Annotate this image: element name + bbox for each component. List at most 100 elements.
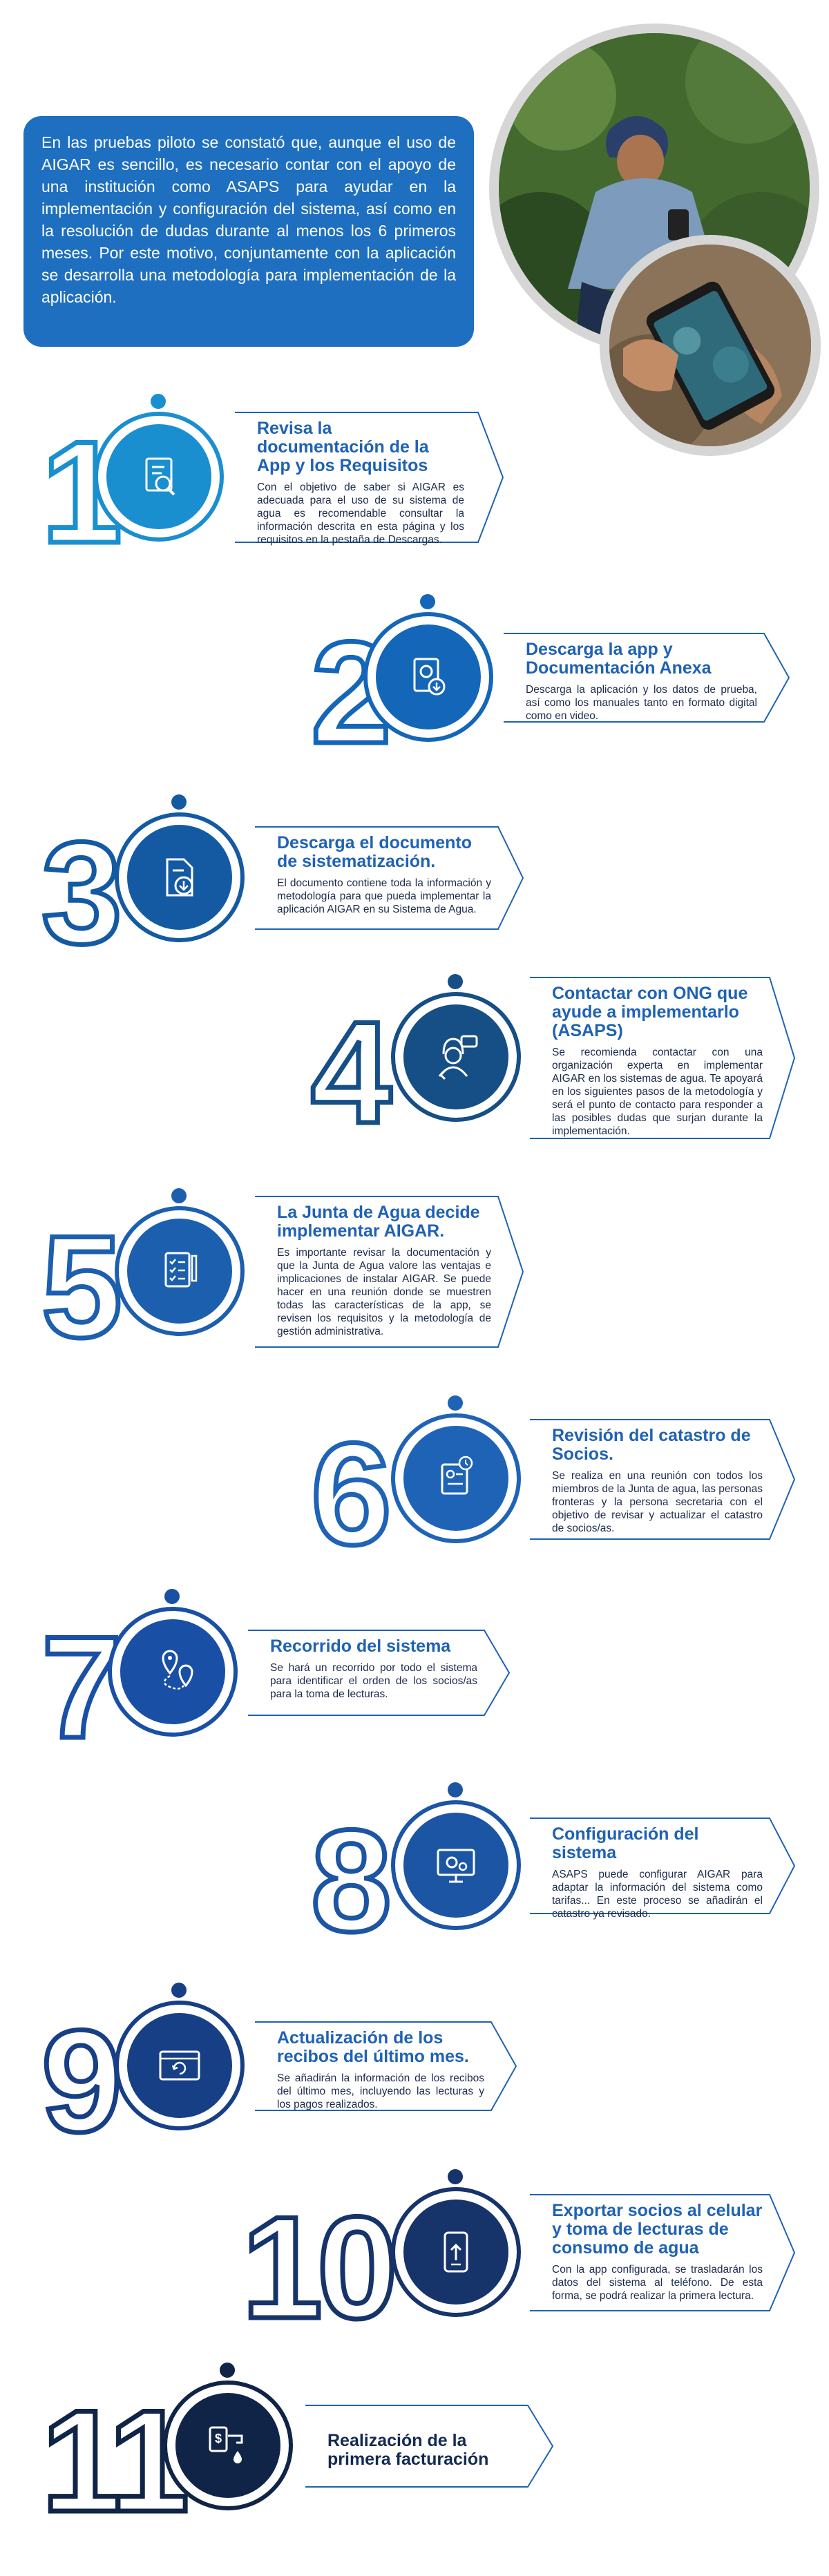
step-card (530, 2194, 796, 2311)
accent-dot (151, 394, 166, 409)
step-title: Revisión del catastro de Socios. (552, 1425, 751, 1464)
step-text: Revisa la documentación de la App y los … (257, 419, 464, 546)
accent-dot (164, 1589, 180, 1604)
step-icon-badge (94, 412, 224, 542)
step-text: Exportar socios al celular y toma de lec… (552, 2202, 763, 2302)
step-number: 6 (309, 1411, 395, 1578)
accent-dot (171, 794, 187, 810)
step-title: Contactar con ONG que ayude a implementa… (552, 983, 748, 1040)
step-3: 3 Descarga el documento de sistematizació… (0, 788, 829, 977)
step-text: Recorrido del sistema Se hará un recorrid… (270, 1637, 477, 1701)
step-icon-badge (115, 2001, 245, 2130)
step-icon-badge (391, 1413, 521, 1543)
step-number-text: 11 (41, 2380, 185, 2542)
step-9: 9 Actualización de los recibos del último… (0, 1976, 829, 2165)
step-card (530, 1418, 796, 1540)
settings-monitor-icon (403, 1813, 508, 1918)
document-download-icon (127, 825, 232, 930)
step-icon-badge (363, 612, 493, 742)
accent-dot (448, 974, 463, 989)
catastro-review-icon (403, 1426, 508, 1531)
step-icon-badge: $ (163, 2381, 293, 2510)
step-card (305, 2405, 554, 2488)
step-card (235, 412, 504, 543)
document-search-icon (106, 424, 211, 529)
accent-dot (220, 2363, 235, 2378)
step-text: Contactar con ONG que ayude a implementa… (552, 984, 763, 1138)
step-text: Revisión del catastro de Socios. Se reali… (552, 1425, 763, 1535)
step-icon-badge (108, 1607, 238, 1737)
accent-dot (448, 2169, 463, 2184)
step-title: Actualización de los recibos del último … (277, 2028, 469, 2066)
phone-in-hand-photo (600, 235, 821, 456)
step-title: Recorrido del sistema (270, 1636, 451, 1656)
phone-upload-icon (403, 2200, 508, 2305)
step-description: Se recomienda contactar con una organiza… (552, 1046, 763, 1137)
step-card (255, 826, 524, 930)
step-6: 6 Revisión del catastro de Socios. Se real… (0, 1389, 829, 1578)
accent-dot (448, 1395, 463, 1411)
svg-text:$: $ (215, 2432, 222, 2445)
step-text: Descarga el documento de sistematización… (277, 834, 491, 916)
route-pins-icon (120, 1619, 225, 1724)
step-description: Se añadirán la información de los recibo… (277, 2072, 484, 2110)
step-number-text: 4 (311, 991, 391, 1154)
step-7: 7 Recorrido del sistema Se hará un recorri… (0, 1582, 829, 1771)
step-title: Descarga el documento de sistematización… (277, 833, 473, 871)
step-description: ASAPS puede configurar AIGAR para adapta… (552, 1869, 763, 1920)
step-description: Descarga la aplicación y los datos de pr… (526, 684, 757, 722)
step-number-text: 6 (311, 1413, 387, 1575)
accent-dot (448, 1782, 463, 1797)
step-icon-badge (115, 1206, 245, 1336)
step-number: 3 (39, 810, 126, 977)
support-agent-icon (403, 1004, 508, 1109)
step-description: Con la app configurada, se trasladarán l… (552, 2264, 763, 2302)
step-number: 4 (309, 989, 399, 1156)
step-title: Revisa la documentación de la App y los … (257, 419, 429, 475)
accent-dot (171, 1983, 187, 1998)
step-title: La Junta de Agua decide implementar AIGA… (277, 1203, 480, 1241)
step-description: Se realiza en una reunión con todos los … (552, 1469, 763, 1534)
checklist-icon (127, 1219, 232, 1324)
browser-refresh-icon (127, 2013, 232, 2118)
invoice-water-icon: $ (175, 2393, 280, 2498)
step-title: Descarga la app y Documentación Anexa (526, 640, 712, 678)
step-number: 8 (309, 1797, 396, 1965)
accent-dot (420, 594, 435, 609)
step-text: La Junta de Agua decide implementar AIGA… (277, 1203, 491, 1338)
step-number-text: 5 (41, 1205, 118, 1368)
step-number-text: 7 (41, 1606, 117, 1768)
step-card (530, 976, 796, 1139)
step-number: 5 (39, 1203, 126, 1371)
step-title: Realización de la primera facturación (327, 2431, 489, 2469)
step-card (255, 1196, 524, 1348)
step-icon-badge (391, 1800, 521, 1930)
step-icon-badge (391, 2187, 521, 2317)
step-number: 10 (240, 2184, 401, 2351)
step-number-text: 9 (41, 2000, 117, 2162)
step-11: 11 $ Realización de la primera facturación (0, 2356, 829, 2545)
step-description: Con el objetivo de saber si AIGAR es ade… (257, 481, 464, 546)
step-5: 5 La Junta de Agua decide implementar AIG… (0, 1181, 829, 1371)
intro-paragraph: En las pruebas piloto se constató que, a… (41, 133, 456, 306)
step-icon-badge (115, 812, 245, 942)
phone-in-hand-illustration (609, 245, 811, 446)
step-number-text: 10 (242, 2186, 392, 2349)
step-description: El documento contiene toda la informació… (277, 877, 491, 915)
step-title: Configuración del sistema (552, 1824, 699, 1862)
step-card (530, 1817, 796, 1914)
manual-download-icon (376, 624, 481, 729)
step-card (255, 2021, 517, 2111)
step-10: 10 Exportar socios al celular y toma de l… (0, 2162, 829, 2351)
step-card (248, 1629, 511, 1716)
step-number-text: 8 (311, 1800, 388, 1962)
step-number-text: 3 (41, 812, 117, 974)
step-description: Se hará un recorrido por todo el sistema… (270, 1661, 477, 1700)
step-text: Realización de la primera facturación (327, 2412, 521, 2474)
accent-dot (171, 1188, 187, 1203)
